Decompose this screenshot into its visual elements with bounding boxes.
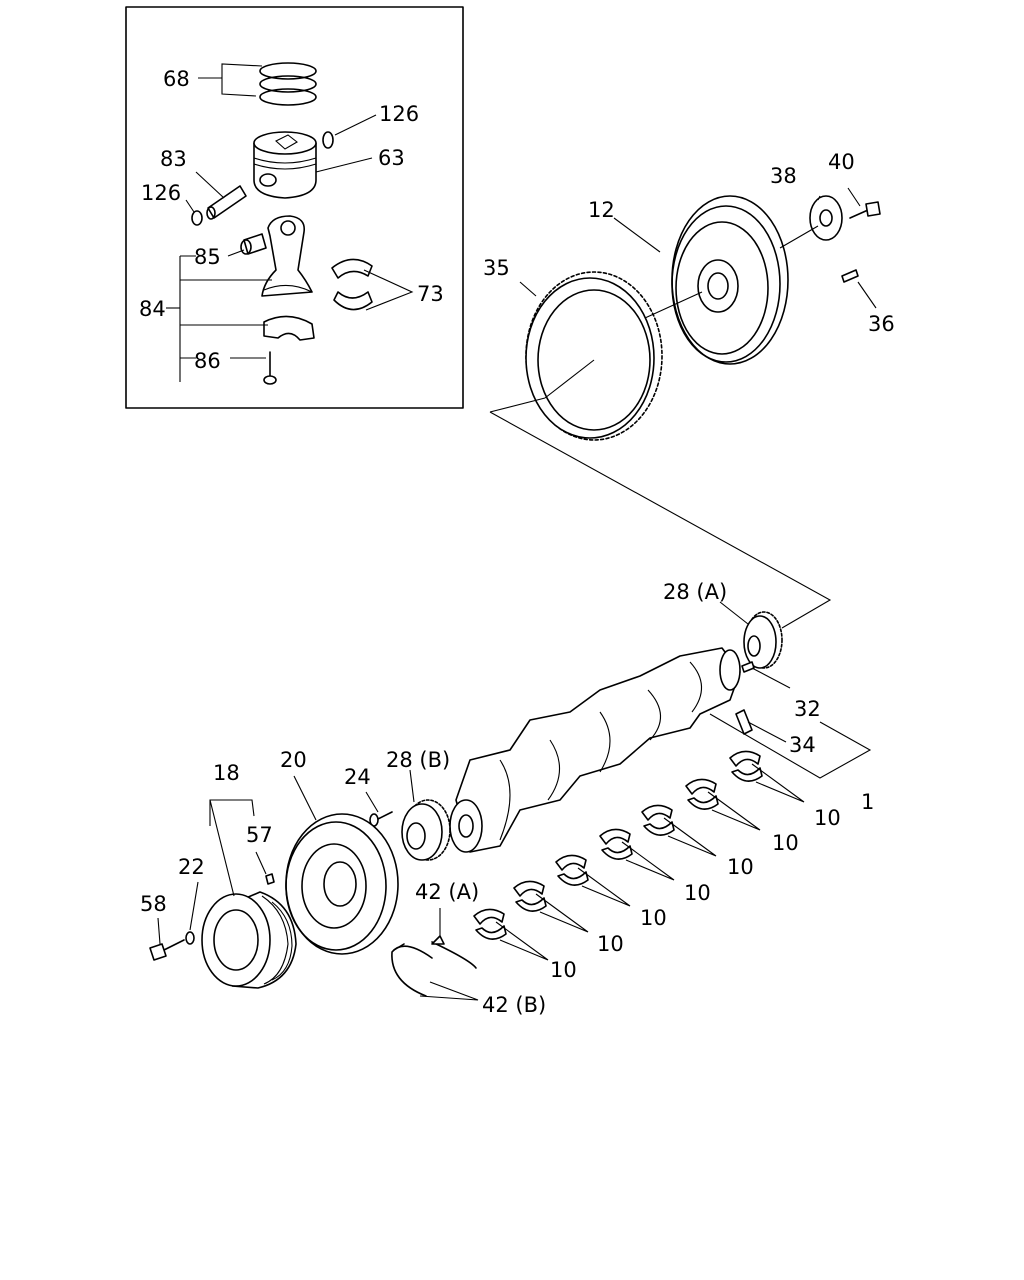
flywheel-plate: [809, 195, 843, 241]
damper-pin: [265, 873, 275, 885]
label-32: 32: [794, 697, 821, 721]
snap-ring-lower: [191, 210, 203, 226]
piston: [253, 131, 317, 199]
connecting-rod: [261, 215, 313, 297]
label-63: 63: [378, 146, 405, 170]
piston-rings: [259, 62, 317, 106]
label-34: 34: [789, 733, 816, 757]
crank-pulley: [285, 813, 399, 955]
crank-gear-b: [401, 799, 451, 861]
thrust-washer-a: [431, 935, 477, 969]
label-1: 1: [861, 790, 874, 814]
label-40: 40: [828, 150, 855, 174]
label-10: 10: [772, 831, 799, 855]
label-85: 85: [194, 245, 221, 269]
crank-gear-a: [743, 611, 783, 669]
main-bearing-shells: [473, 750, 763, 940]
label-28b: 28 (B): [386, 748, 450, 772]
label-10: 10: [640, 906, 667, 930]
snap-ring-upper: [322, 131, 334, 149]
thrust-washer-b: [391, 943, 433, 997]
label-12: 12: [588, 198, 615, 222]
rod-bolt: [263, 351, 277, 385]
main-bearing-pair: [685, 778, 719, 810]
main-bearing-pair: [599, 828, 633, 860]
label-24: 24: [344, 765, 371, 789]
part-labels: 68 126 83 63 126 85 84 73 86 12 38 40 35…: [139, 67, 895, 1017]
main-bearing-pair: [513, 880, 547, 912]
rod-bushing: [240, 233, 267, 255]
rod-cap: [263, 315, 315, 341]
label-126-lower: 126: [141, 181, 181, 205]
thrust-leaders: [419, 908, 479, 1001]
label-38: 38: [770, 164, 797, 188]
crank-pin: [735, 709, 753, 735]
label-86: 86: [194, 349, 221, 373]
label-57: 57: [246, 823, 273, 847]
flywheel-leaders: [489, 187, 877, 629]
label-10: 10: [727, 855, 754, 879]
label-20: 20: [280, 748, 307, 772]
main-bearing-pair: [729, 750, 763, 782]
label-35: 35: [483, 256, 510, 280]
flywheel-bolt: [849, 201, 881, 219]
label-126-upper: 126: [379, 102, 419, 126]
crank-leaders: [365, 601, 872, 813]
label-10: 10: [814, 806, 841, 830]
main-bearing-leaders: [495, 763, 805, 961]
flywheel: [671, 195, 789, 365]
label-22: 22: [178, 855, 205, 879]
label-10: 10: [684, 881, 711, 905]
pulley-leaders: [157, 775, 317, 945]
piston-pin: [206, 185, 247, 220]
main-bearing-pair: [555, 854, 589, 886]
label-10: 10: [597, 932, 624, 956]
damper-pulley: [201, 891, 297, 989]
label-10: 10: [550, 958, 577, 982]
pulley-bolt: [369, 811, 393, 827]
label-58: 58: [140, 892, 167, 916]
flywheel-pin: [841, 269, 859, 283]
label-18: 18: [213, 761, 240, 785]
label-42a: 42 (A): [415, 880, 479, 904]
inset-frame: [125, 6, 464, 409]
main-bearing-pair: [473, 908, 507, 940]
label-73: 73: [417, 282, 444, 306]
label-36: 36: [868, 312, 895, 336]
label-42b: 42 (B): [482, 993, 546, 1017]
crank-key: [741, 661, 755, 673]
label-68: 68: [163, 67, 190, 91]
damper-bolt: [149, 939, 185, 961]
inset-leaders: [166, 63, 414, 382]
crankshaft: [449, 647, 741, 853]
washer: [185, 931, 195, 945]
label-83: 83: [160, 147, 187, 171]
label-84: 84: [139, 297, 166, 321]
main-bearing-pair: [641, 804, 675, 836]
label-28a: 28 (A): [663, 580, 727, 604]
rod-bearing-halves: [331, 258, 373, 311]
ring-gear: [525, 271, 663, 441]
